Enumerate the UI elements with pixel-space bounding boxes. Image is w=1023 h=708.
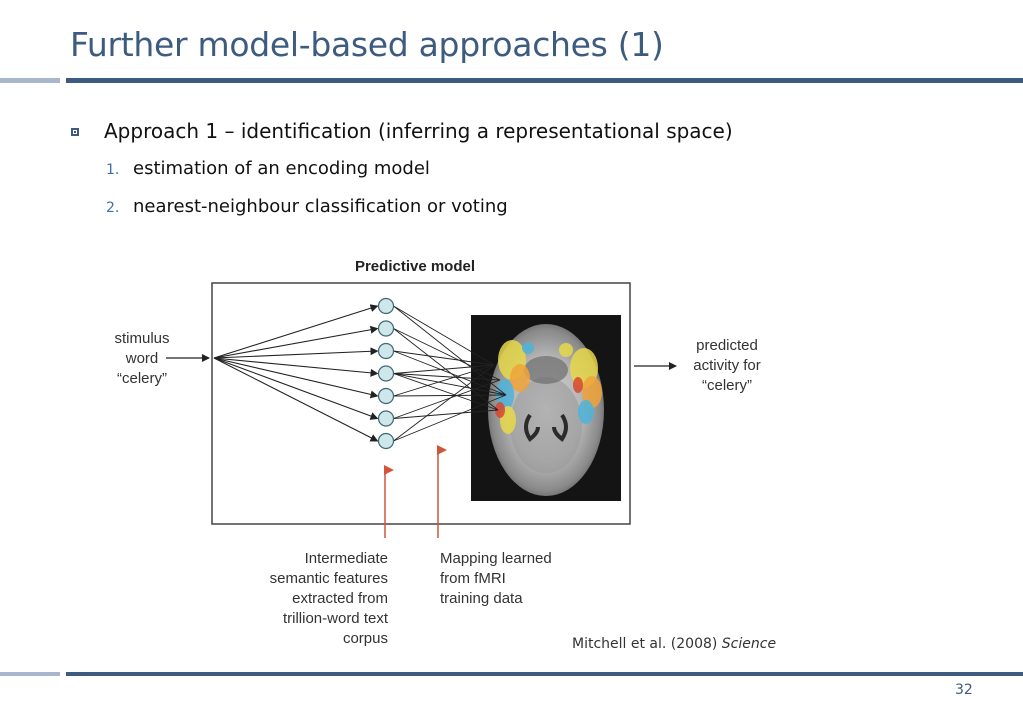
mapping-line [393,305,507,396]
input-fan-arrow [213,304,379,359]
figure-title: Predictive model [355,258,475,275]
footer-rule [66,672,1023,676]
mapping-line [393,373,501,381]
activation-blob [578,400,594,424]
output-label-line-3: “celery” [702,377,752,394]
activation-map [495,340,602,434]
brain-ventricles [524,413,568,442]
citation-journal: Science [721,636,777,652]
mapping-line [393,350,495,366]
mapping-line [393,373,507,396]
feature-node [377,320,395,337]
header-rule [66,78,1023,83]
mapping-caption-line-1: Mapping learned [440,550,552,567]
input-fan-arrow [213,347,379,359]
input-fan-arrow [213,357,379,399]
step-2-text: nearest-neighbour classification or voti… [133,196,508,217]
mapping-line [393,364,495,374]
feature-node [377,342,395,360]
citation-authors: Mitchell et al. (2008) [572,636,722,652]
step-1-text: estimation of an encoding model [133,158,430,179]
mapping-arrows [393,305,507,442]
feature-node [377,387,395,405]
features-caption-line-5: corpus [343,630,388,647]
mapping-caption-line-3: training data [440,590,523,607]
footer-rule-left [0,672,60,676]
features-caption: Intermediate semantic features extracted… [270,550,389,647]
bullet-approach-1: Approach 1 – identification (inferring a… [104,119,733,143]
activation-blob [582,376,602,408]
slide-title: Further model-based approaches (1) [70,25,664,64]
bullet-square-icon [71,128,79,136]
mapping-caption: Mapping learned from fMRI training data [440,550,552,607]
features-caption-line-2: semantic features [270,570,388,587]
mapping-line [393,364,495,397]
activation-blob [573,377,583,393]
feature-node [377,365,395,382]
citation: Mitchell et al. (2008) Science [572,636,776,652]
features-caption-line-1: Intermediate [305,550,388,567]
input-fan-arrow [213,357,379,420]
mapping-line [393,350,507,396]
mapping-line [393,364,495,442]
output-label: predicted activity for “celery” [693,337,761,394]
features-caption-line-4: trillion-word text [283,610,389,627]
activation-blob [522,342,534,354]
activation-blob [495,402,505,418]
input-label-line-3: “celery” [117,370,167,387]
step-1-number: 1. [106,162,120,178]
brain-cerebellum [524,356,568,384]
input-fan-arrow [213,357,379,377]
step-2-number: 2. [106,200,120,216]
input-label-line-1: stimulus [114,330,169,347]
model-frame [211,282,631,525]
input-label-line-2: word [125,350,159,367]
feature-node [377,432,395,450]
activation-blob [559,343,573,357]
mapping-line [393,328,501,381]
output-label-line-2: activity for [693,357,761,374]
mapping-line [393,394,507,442]
input-label: stimulus word “celery” [114,330,169,387]
output-label-line-1: predicted [696,337,758,354]
mapping-line [393,394,507,397]
mapping-line [393,305,495,366]
feature-nodes [377,297,395,450]
features-caption-line-3: extracted from [292,590,388,607]
feature-node [377,410,395,427]
feature-node [377,297,395,315]
input-fan-arrow [213,325,379,359]
mapping-caption-line-2: from fMRI [440,570,506,587]
page-number: 32 [955,682,973,698]
brain-scan-inner [510,377,582,473]
mapping-line [393,409,499,419]
input-fan-arrows [213,304,379,442]
mapping-line [393,379,501,419]
input-fan-arrow [213,357,379,442]
header-rule-left [0,78,60,83]
activation-blob [510,364,530,392]
mapping-line [393,373,499,411]
